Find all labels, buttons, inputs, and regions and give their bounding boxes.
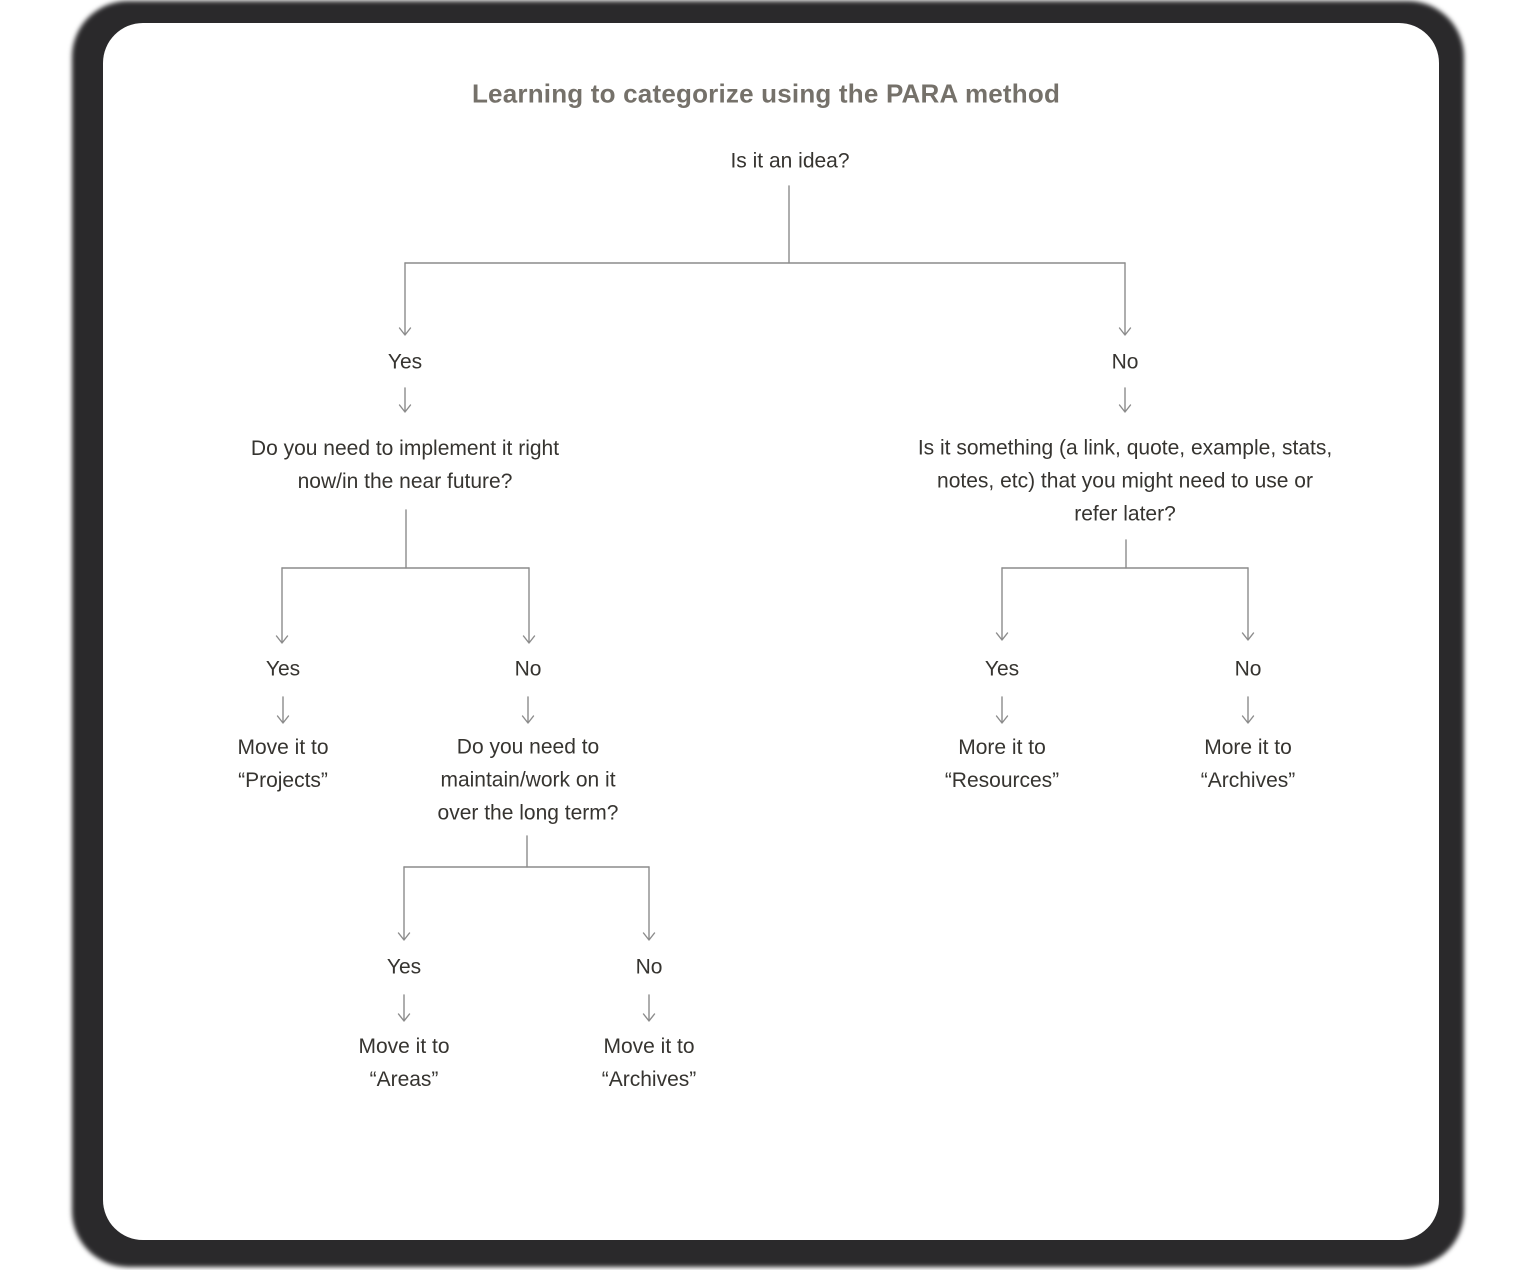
label-no-something: No <box>1235 653 1262 686</box>
label-yes-level1: Yes <box>388 346 422 379</box>
node-line: over the long term? <box>437 801 619 825</box>
node-line: “Resources” <box>944 769 1060 792</box>
node-line: Yes <box>265 657 301 681</box>
label-yes-maintain: Yes <box>387 951 421 984</box>
node-line: Move it to <box>237 736 329 759</box>
node-result-resources: More it to “Resources” <box>945 731 1059 797</box>
page-title: Learning to categorize using the PARA me… <box>471 78 1061 109</box>
node-line: notes, etc) that you might need to use o… <box>937 469 1313 493</box>
label-no-maintain: No <box>636 951 663 984</box>
flowchart-card <box>103 23 1439 1240</box>
node-line: Do you need to <box>456 735 600 759</box>
node-line: More it to <box>1204 736 1292 759</box>
node-result-archives-left: Move it to “Archives” <box>602 1030 697 1096</box>
node-line: No <box>1234 657 1262 681</box>
node-question-maintain: Do you need to maintain/work on it over … <box>438 731 619 830</box>
node-line: Yes <box>387 350 423 374</box>
node-line: Is it an idea? <box>730 149 850 173</box>
node-line: No <box>1111 350 1139 374</box>
node-line: More it to <box>958 736 1046 759</box>
node-line: Yes <box>386 955 422 979</box>
node-result-projects: Move it to “Projects” <box>237 731 328 797</box>
node-line: now/in the near future? <box>297 470 513 493</box>
node-line: “Archives” <box>601 1068 697 1091</box>
node-line: Move it to <box>358 1035 450 1058</box>
node-line: refer later? <box>1074 502 1176 526</box>
label-yes-something: Yes <box>985 653 1019 686</box>
node-line: “Archives” <box>1200 769 1296 792</box>
node-line: Move it to <box>603 1035 695 1058</box>
node-line: No <box>514 657 542 681</box>
node-line: “Projects” <box>238 769 328 792</box>
node-line: Do you need to implement it right <box>250 437 560 460</box>
label-no-implement: No <box>515 653 542 686</box>
node-line: Yes <box>984 657 1020 681</box>
node-question-implement: Do you need to implement it right now/in… <box>251 432 559 498</box>
label-yes-implement: Yes <box>266 653 300 686</box>
node-question-something: Is it something (a link, quote, example,… <box>918 432 1332 531</box>
node-result-areas: Move it to “Areas” <box>358 1030 449 1096</box>
node-root-question: Is it an idea? <box>730 145 849 178</box>
node-line: maintain/work on it <box>440 768 616 792</box>
label-no-level1: No <box>1112 346 1139 379</box>
node-line: “Areas” <box>369 1068 439 1091</box>
node-line: No <box>635 955 663 979</box>
node-line: Is it something (a link, quote, example,… <box>917 436 1333 460</box>
node-result-archives-right: More it to “Archives” <box>1201 731 1296 797</box>
